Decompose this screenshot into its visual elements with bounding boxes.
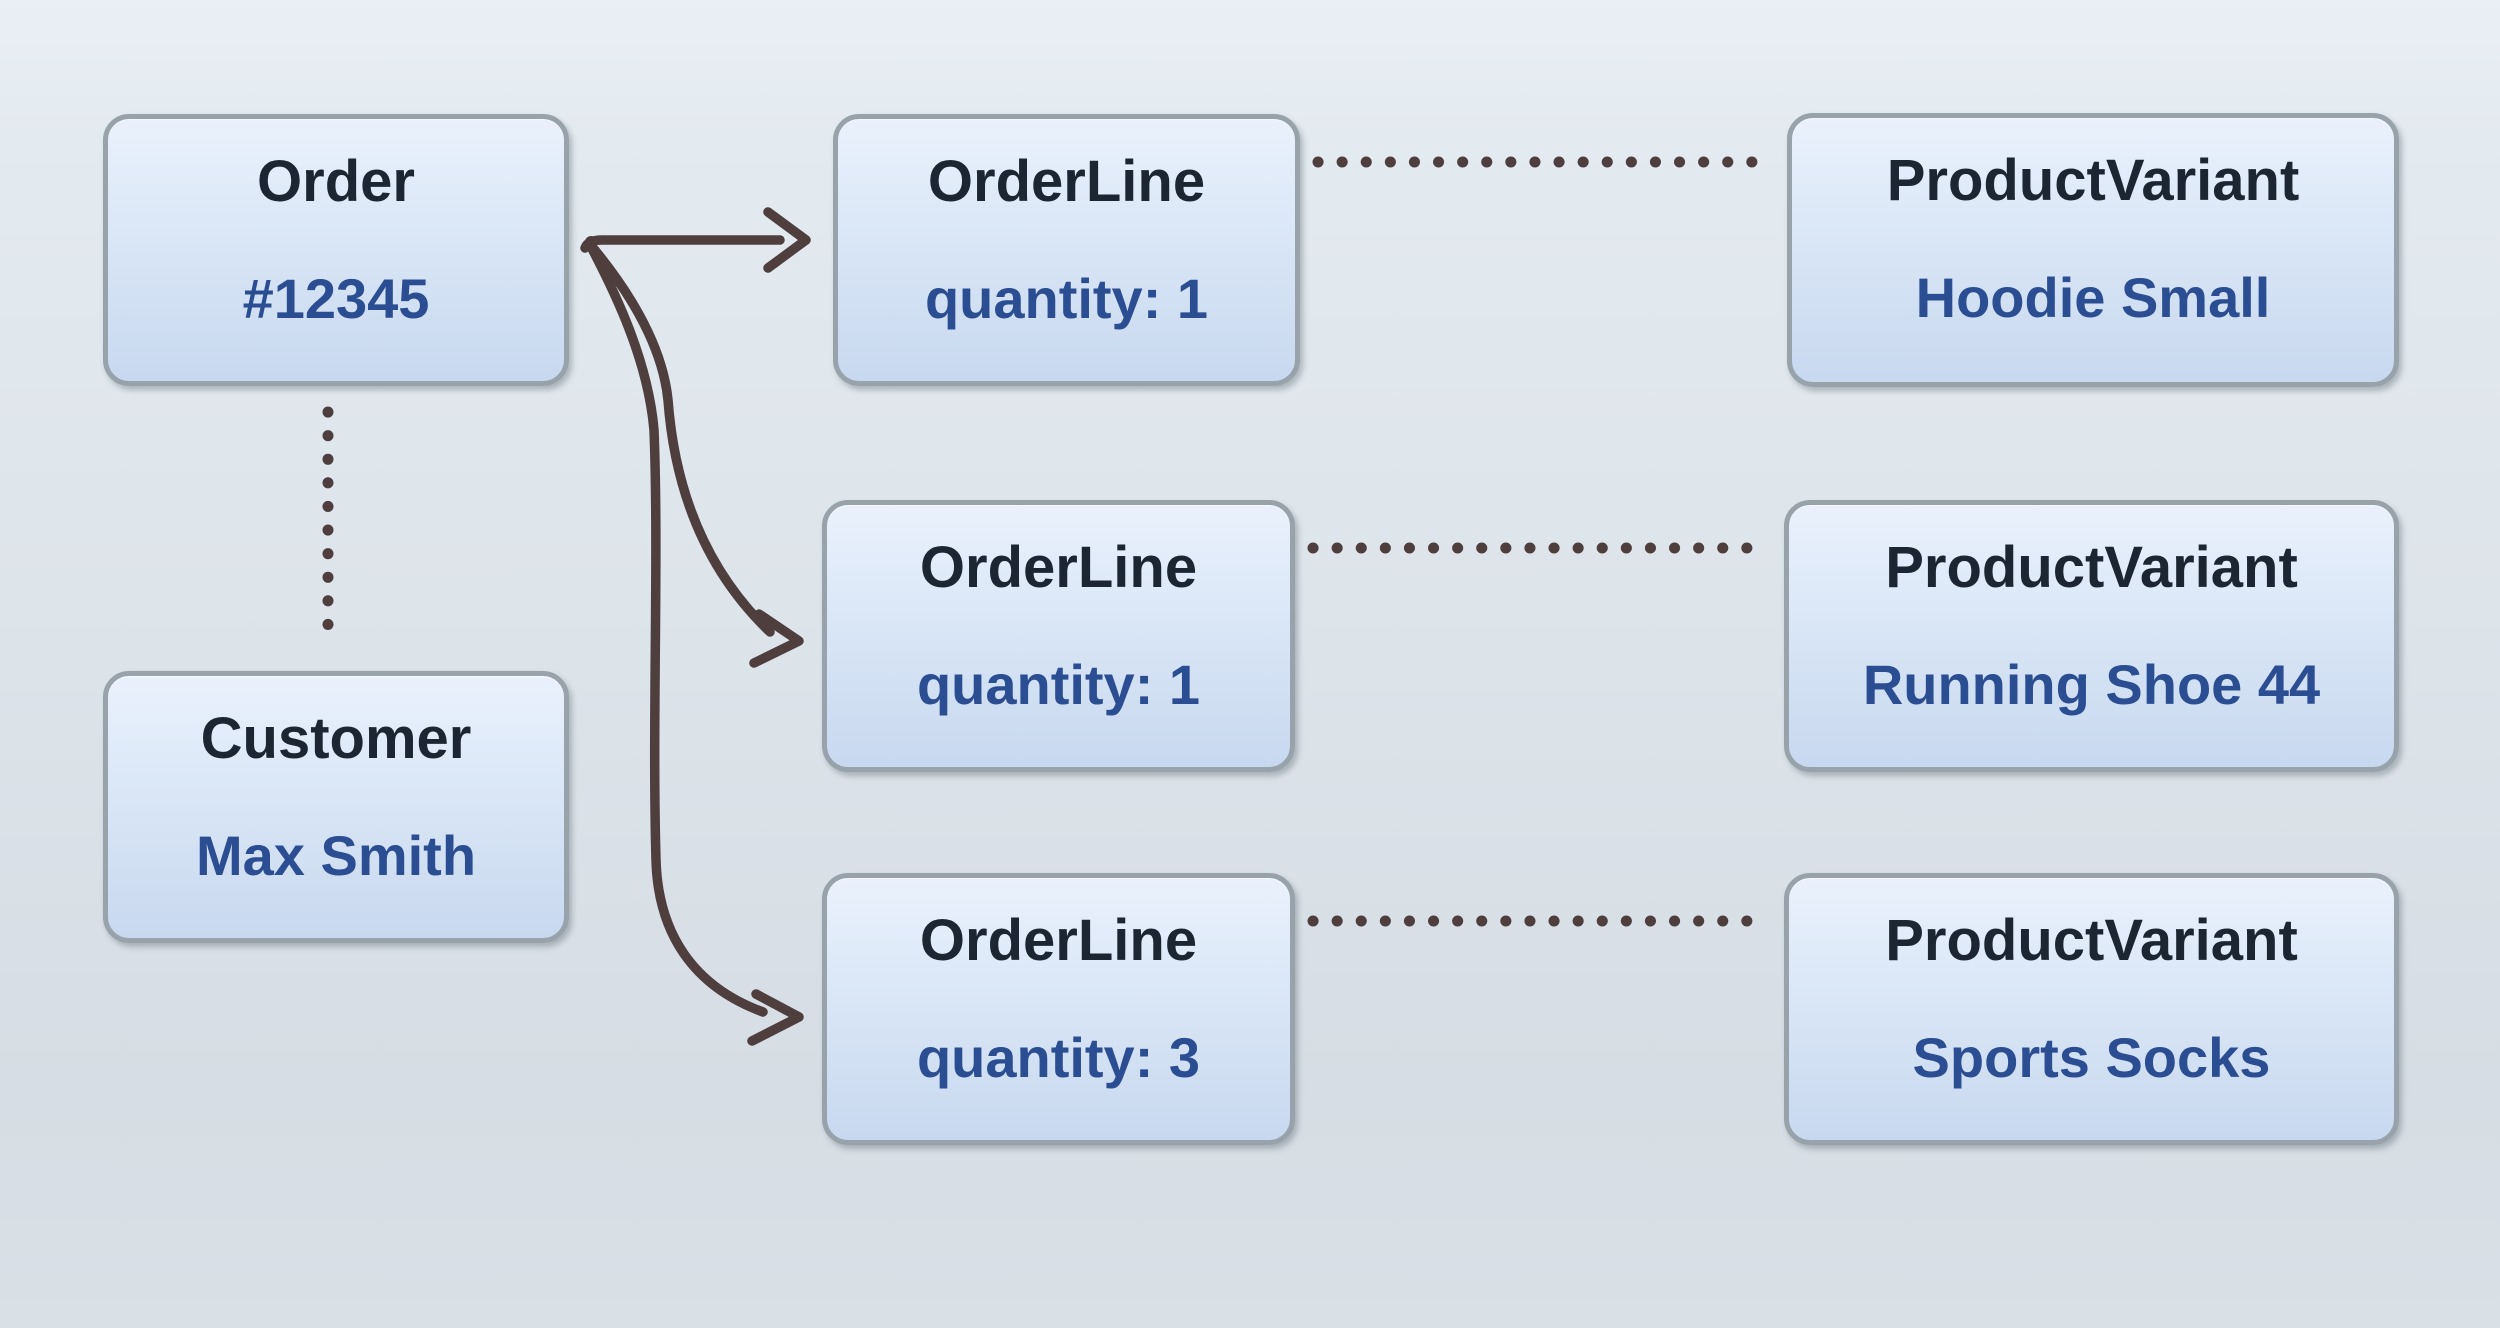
entity-title: ProductVariant (1886, 148, 2300, 213)
entity-orderline-2: OrderLine quantity: 1 (822, 500, 1295, 772)
entity-productvariant-3: ProductVariant Sports Socks (1784, 873, 2399, 1145)
arrowhead-orderline1 (763, 207, 811, 273)
arrow-order-to-orderline2 (584, 238, 775, 637)
entity-orderline-1: OrderLine quantity: 1 (833, 114, 1300, 386)
arrow-order-to-orderline3 (584, 238, 768, 1017)
entity-value: #12345 (242, 267, 430, 330)
entity-value: quantity: 3 (916, 1026, 1201, 1089)
entity-value: Running Shoe 44 (1862, 653, 2321, 716)
entity-order: Order #12345 (103, 114, 569, 386)
arrowhead-orderline2 (749, 609, 804, 668)
arrow-order-to-orderline1 (580, 235, 785, 253)
entity-title: ProductVariant (1885, 908, 2298, 973)
entity-orderline-3: OrderLine quantity: 3 (822, 873, 1295, 1145)
entity-value: Sports Socks (1912, 1026, 2271, 1089)
entity-title: ProductVariant (1885, 535, 2298, 600)
entity-title: OrderLine (927, 149, 1206, 214)
entity-productvariant-2: ProductVariant Running Shoe 44 (1784, 500, 2399, 772)
entity-productvariant-1: ProductVariant Hoodie Small (1787, 113, 2399, 387)
entity-value: quantity: 1 (916, 653, 1201, 716)
arrowhead-orderline3 (747, 989, 804, 1046)
entity-title: Customer (200, 706, 472, 771)
entity-value: Max Smith (195, 824, 477, 887)
entity-title: OrderLine (919, 535, 1198, 600)
arrow-junction-dot (585, 236, 597, 248)
entity-title: Order (257, 149, 415, 214)
entity-value: quantity: 1 (924, 267, 1209, 330)
entity-customer: Customer Max Smith (103, 671, 569, 943)
entity-value: Hoodie Small (1915, 266, 2271, 329)
entity-title: OrderLine (919, 908, 1198, 973)
